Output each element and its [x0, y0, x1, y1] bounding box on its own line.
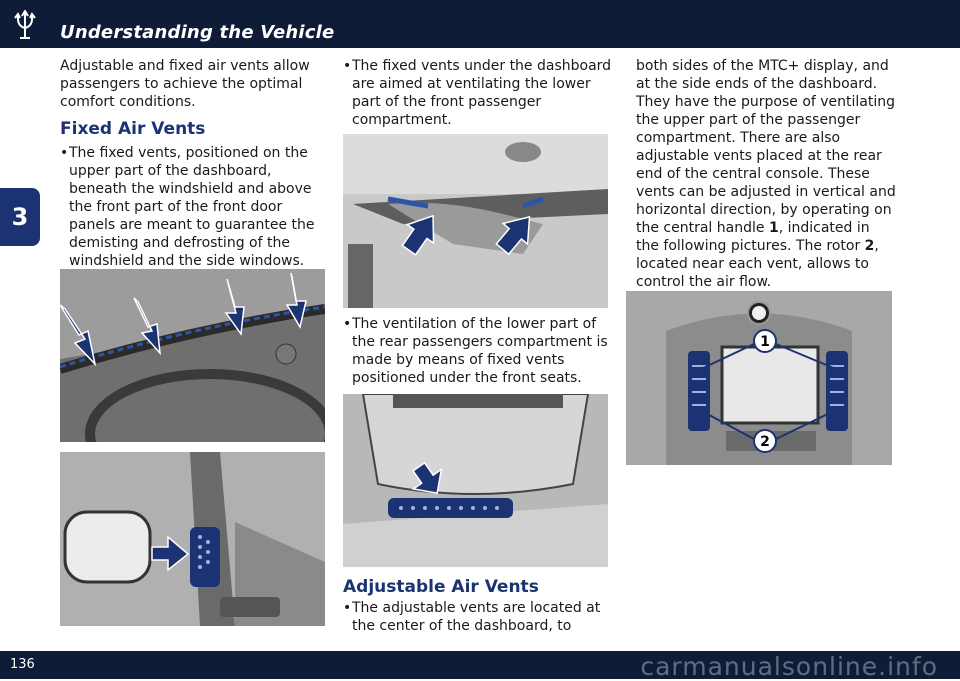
callout-2: 2	[760, 434, 770, 450]
page-number: 136	[10, 657, 35, 672]
fixed-vents-heading: Fixed Air Vents	[60, 119, 206, 139]
adjustable-vents-heading: Adjustable Air Vents	[343, 577, 539, 597]
figure-under-seat-vents	[343, 394, 608, 567]
chapter-tab[interactable]: 3	[0, 188, 40, 246]
figure-side-door-vent	[60, 452, 325, 626]
page-footer: 136 carmanualsonline.info	[0, 651, 960, 681]
watermark: carmanualsonline.info	[640, 652, 938, 681]
description-part-2: , indicated in the following pictures. T…	[636, 220, 870, 254]
fixed-vents-bullet-1: The fixed vents, positioned on the upper…	[60, 144, 327, 270]
rotor-number-ref: 2	[864, 238, 875, 254]
rear-ventilation-bullet: The ventilation of the lower part of the…	[343, 315, 615, 387]
trident-logo-icon	[14, 10, 36, 39]
description-part-1: both sides of the MTC+ display, and at t…	[636, 58, 896, 236]
figure-dashboard-top-vents	[60, 269, 325, 442]
under-dashboard-bullet: The fixed vents under the dashboard are …	[343, 57, 615, 129]
handle-number-ref: 1	[768, 220, 779, 236]
figure-under-dashboard-vents	[343, 134, 608, 308]
callout-1: 1	[760, 334, 770, 350]
intro-paragraph: Adjustable and fixed air vents allow pas…	[60, 58, 310, 110]
figure-center-console-vents: 1 2	[626, 291, 892, 465]
page-header: Understanding the Vehicle	[0, 0, 960, 48]
adjustable-vents-bullet: The adjustable vents are located at the …	[343, 599, 615, 635]
section-title: Understanding the Vehicle	[60, 22, 335, 43]
adjustable-vents-description: both sides of the MTC+ display, and at t…	[636, 57, 896, 291]
description-part-3: , located near each vent, allows to cont…	[636, 238, 879, 290]
